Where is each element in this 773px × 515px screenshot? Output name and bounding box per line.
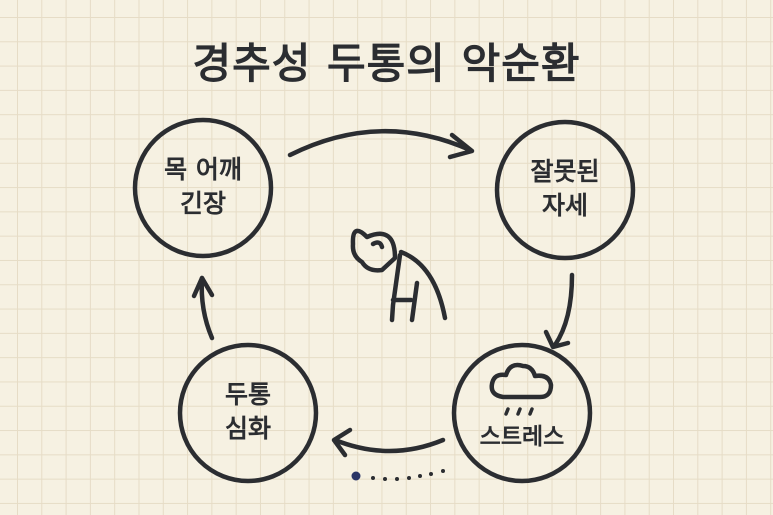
node-label-line1: 두통 bbox=[224, 380, 271, 409]
node-posture: 잘못된 자세 bbox=[497, 155, 633, 223]
node-circle-posture bbox=[494, 119, 636, 261]
arrow-left bbox=[191, 275, 215, 341]
progress-dot bbox=[351, 471, 361, 481]
node-label-line2: 심화 bbox=[224, 414, 271, 443]
node-label-line2: 자세 bbox=[541, 191, 588, 220]
rain-cloud-icon bbox=[489, 362, 554, 416]
arrow-right bbox=[543, 272, 575, 350]
node-circle-stress bbox=[451, 342, 593, 484]
diagram-title: 경추성 두통의 악순환 bbox=[192, 39, 581, 88]
hunched-person-icon bbox=[350, 228, 448, 323]
node-circle-headache bbox=[177, 342, 319, 484]
dotted-progress-line bbox=[351, 469, 445, 481]
node-label-line1: 스트레스 bbox=[479, 424, 565, 450]
node-neck-tension: 목 어깨 긴장 bbox=[135, 153, 271, 221]
node-label-line1: 잘못된 bbox=[530, 157, 600, 186]
arrow-bottom bbox=[331, 427, 446, 458]
node-label-line1: 목 어깨 bbox=[164, 155, 242, 184]
node-circle-neck-tension bbox=[132, 117, 274, 259]
arrow-top bbox=[287, 129, 475, 160]
node-label-line2: 긴장 bbox=[179, 189, 226, 218]
node-stress: 스트레스 bbox=[454, 420, 590, 454]
node-headache: 두통 심화 bbox=[180, 378, 316, 446]
